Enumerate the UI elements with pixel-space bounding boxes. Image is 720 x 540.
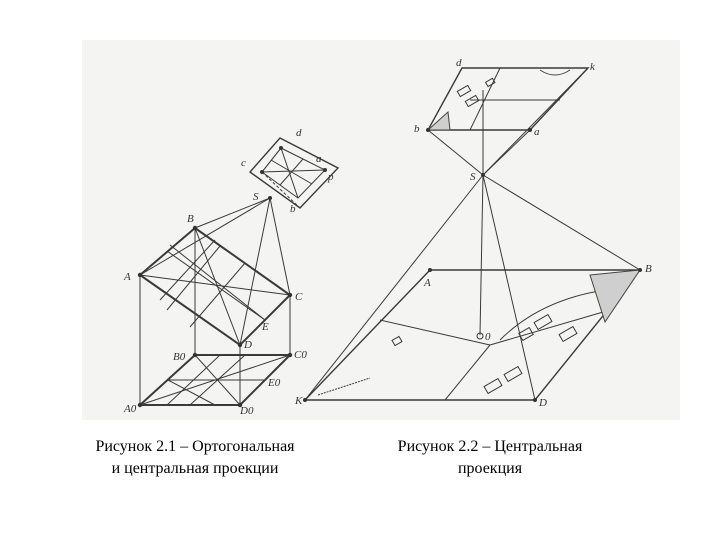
point-label: A xyxy=(123,271,131,283)
point-label: B xyxy=(187,213,194,225)
point-label: E xyxy=(261,321,269,333)
point-label: D xyxy=(538,397,547,409)
point-label: S xyxy=(470,171,476,183)
caption-line: проекция xyxy=(457,460,523,477)
point-label: p xyxy=(327,171,334,183)
point-label: c xyxy=(241,157,246,169)
figure2-caption: Рисунок 2.2 – Центральная проекция xyxy=(360,436,620,480)
point-label: d xyxy=(456,57,462,69)
figure2-points xyxy=(303,128,642,402)
caption-line: и центральная проекции xyxy=(111,460,279,477)
figure1-caption: Рисунок 2.1 – Ортогональная и центральна… xyxy=(60,436,330,480)
figure-orthogonal-projection xyxy=(137,137,340,406)
point-label: C0 xyxy=(294,349,307,361)
scanned-figure-background xyxy=(82,40,680,420)
point-label: k xyxy=(590,61,596,73)
point-label: b xyxy=(414,123,420,135)
point-label: B0 xyxy=(173,351,186,363)
point-label: a xyxy=(316,153,322,165)
point-label: D0 xyxy=(239,405,254,417)
point-label: D xyxy=(243,339,252,351)
point-label: C xyxy=(295,291,303,303)
figure1-labels: d c a p S b B A C E D B0 C0 E0 A0 D0 xyxy=(123,127,334,417)
point-label: B xyxy=(645,263,652,275)
figure1-points xyxy=(137,146,327,408)
point-label: E0 xyxy=(267,377,281,389)
caption-line: Рисунок 2.1 – Ортогональная xyxy=(95,438,295,455)
caption-line: Рисунок 2.2 – Центральная xyxy=(397,438,583,455)
point-label: K xyxy=(294,395,303,407)
point-label: a xyxy=(534,126,540,138)
point-label: A0 xyxy=(123,403,137,415)
point-label: d xyxy=(296,127,302,139)
point-label: S xyxy=(253,191,259,203)
figure2-labels: d k b a S B A K D 0 xyxy=(294,57,652,409)
point-label: b xyxy=(290,203,296,215)
point-label: 0 xyxy=(485,331,491,343)
figure-central-projection xyxy=(303,67,642,401)
point-label: A xyxy=(423,277,431,289)
